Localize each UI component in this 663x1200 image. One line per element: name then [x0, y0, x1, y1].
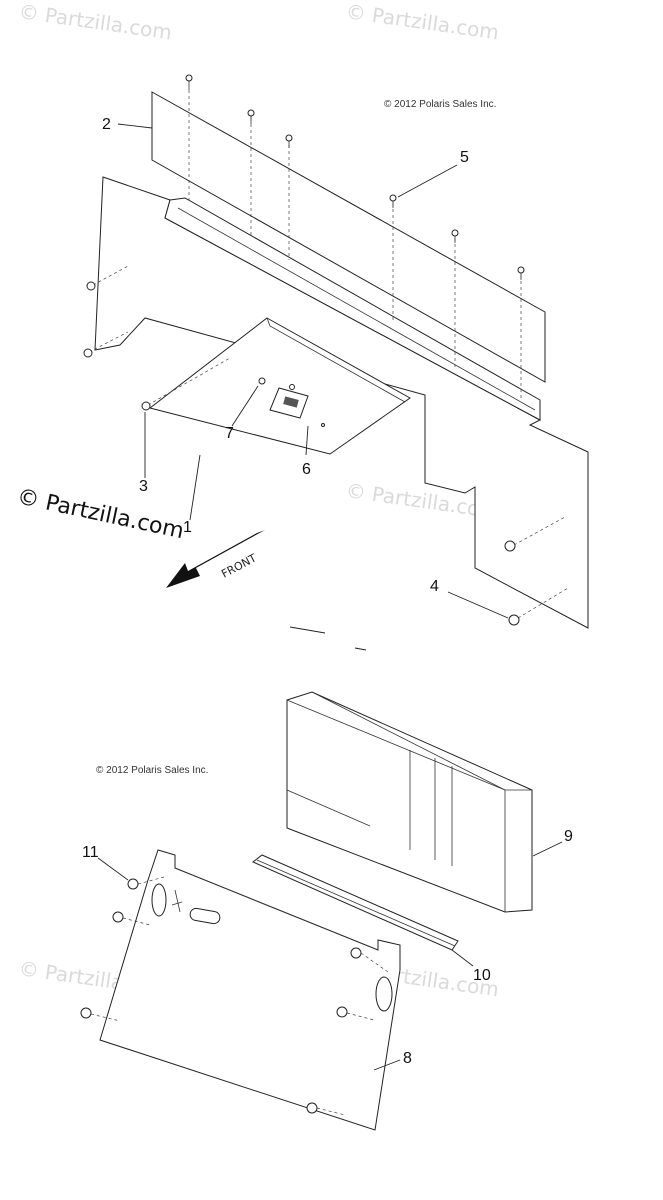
- watermark-top-left: © Partzilla.com: [17, 0, 173, 44]
- screw-icon: [185, 74, 525, 280]
- brand-watermark: © Partzilla.com: [15, 484, 186, 544]
- nut-icon: [83, 348, 93, 358]
- screw-icon: [141, 401, 151, 411]
- callout-11: 11: [82, 844, 99, 861]
- fastener-icon: [258, 377, 266, 385]
- nut-icon: [508, 614, 520, 626]
- slot-icon: [189, 907, 221, 925]
- copyright-bottom: © 2012 Polaris Sales Inc.: [96, 765, 208, 776]
- callout-4: 4: [430, 578, 439, 595]
- slot-icon: [151, 883, 167, 917]
- part-floor-panel: [148, 317, 411, 455]
- callout-2: 2: [102, 116, 111, 133]
- push-pin-icon: [80, 876, 389, 1116]
- nut-icon: [504, 540, 516, 552]
- callout-10: 10: [473, 967, 491, 984]
- part-top-cover: [151, 91, 546, 383]
- copyright-top: © 2012 Polaris Sales Inc.: [384, 99, 496, 110]
- callout-9: 9: [564, 828, 573, 845]
- callout-7: 7: [225, 425, 234, 442]
- part-foam-block: [286, 691, 533, 913]
- part-lower-panel: [99, 849, 401, 1131]
- callout-3: 3: [139, 478, 148, 495]
- front-label: FRONT: [219, 551, 259, 580]
- watermark-top-right: © Partzilla.com: [344, 0, 500, 44]
- nut-icon: [86, 281, 96, 291]
- callout-6: 6: [302, 461, 311, 478]
- callout-1: 1: [183, 519, 192, 536]
- callout-5: 5: [460, 149, 469, 166]
- callout-8: 8: [403, 1050, 412, 1067]
- front-arrow-icon: [166, 530, 265, 588]
- slot-icon: [375, 976, 393, 1012]
